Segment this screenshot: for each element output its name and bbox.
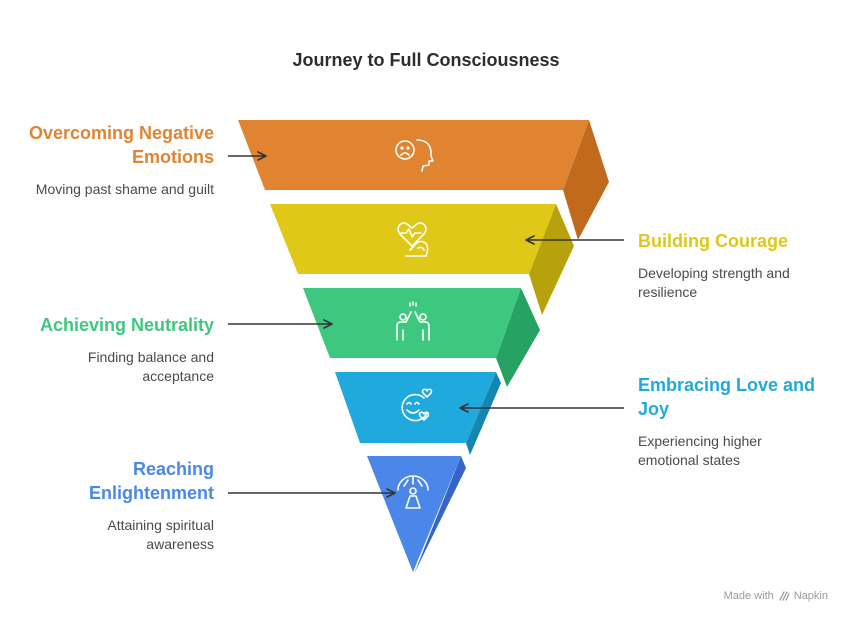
- sad-face-head-icon: [395, 139, 434, 172]
- funnel-level-3: [228, 288, 540, 387]
- funnel-level-1-side: [563, 120, 609, 240]
- meditating-figure-icon: [397, 475, 429, 509]
- funnel-level-4-side: [466, 372, 501, 455]
- funnel-level-4: [335, 372, 624, 455]
- funnel-level-5-face: [367, 456, 461, 572]
- level-4-label: Embracing Love and Joy: [638, 375, 816, 419]
- funnel-level-5: [228, 456, 466, 574]
- funnel-level-1: [228, 120, 609, 240]
- level-1-description: Moving past shame and guilt: [35, 181, 214, 197]
- level-5-label: Reaching Enlightenment: [89, 459, 214, 503]
- level-3-description: Finding balance and acceptance: [87, 349, 214, 384]
- funnel-level-2-side: [529, 204, 574, 315]
- diagram-title: Journey to Full Consciousness: [292, 50, 560, 70]
- smile-with-hearts-icon: [401, 388, 433, 422]
- funnel-level-3-side: [496, 288, 540, 387]
- level-5-description: Attaining spiritual awareness: [107, 517, 214, 552]
- funnel-level-2: [270, 204, 624, 315]
- funnel-level-3-face: [303, 288, 521, 358]
- funnel-level-1-face: [238, 120, 589, 190]
- level-2-description: Developing strength and resilience: [638, 265, 790, 300]
- funnel-level-2-face: [270, 204, 556, 274]
- level-1-label: Overcoming Negative Emotions: [28, 123, 214, 167]
- napkin-brand-text: Napkin: [793, 590, 828, 602]
- funnel-level-5-side: [414, 456, 466, 574]
- high-five-people-icon: [396, 301, 430, 341]
- napkin-attribution: Made with Napkin: [724, 590, 828, 602]
- level-2-label: Building Courage: [638, 231, 788, 251]
- heart-strength-arm-icon: [397, 222, 429, 257]
- made-with-text: Made with: [723, 590, 774, 602]
- level-4-description: Experiencing higher emotional states: [638, 433, 762, 468]
- funnel-level-4-face: [335, 372, 496, 443]
- napkin-logo-icon: [779, 591, 790, 601]
- level-3-label: Achieving Neutrality: [39, 315, 214, 335]
